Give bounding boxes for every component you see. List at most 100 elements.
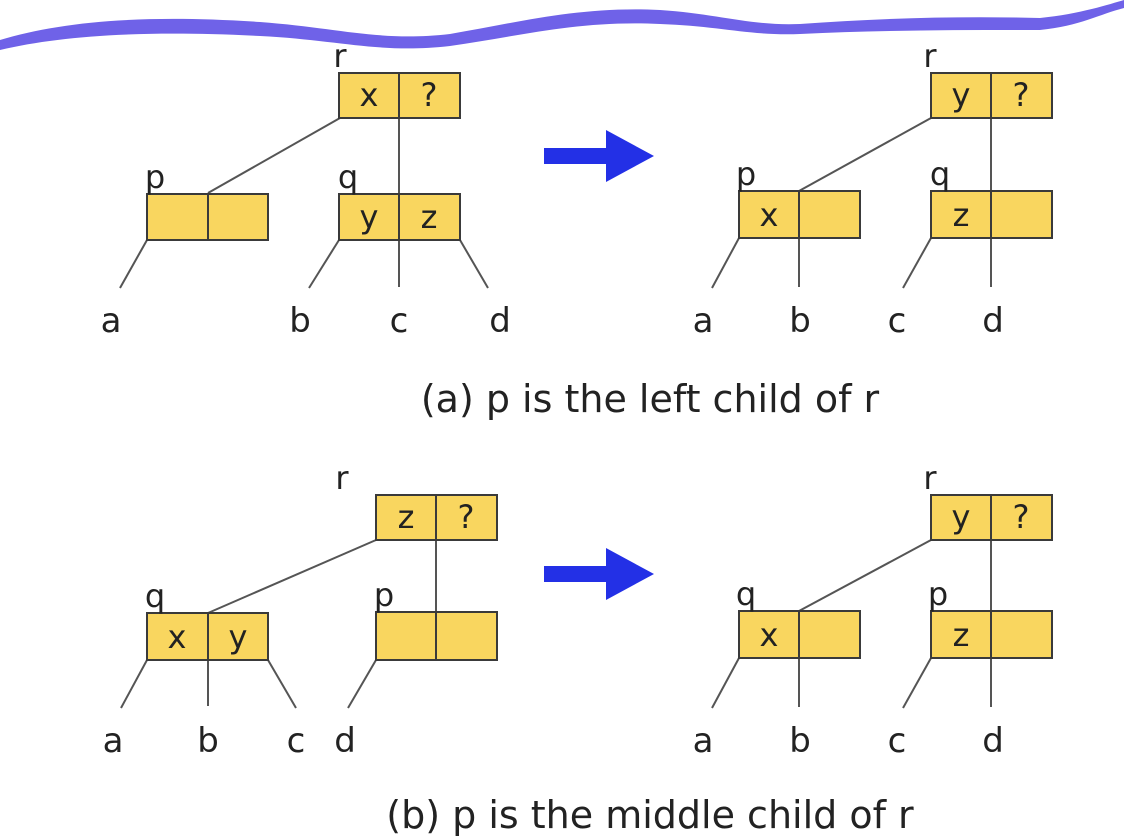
case-a-after: y ? r x p z q a b c d xyxy=(693,37,1053,341)
tree-node: p xyxy=(145,158,269,241)
key-cell xyxy=(930,494,992,541)
node-label: p xyxy=(736,155,756,193)
node-label: r xyxy=(923,37,937,75)
tree-node: y ? r xyxy=(923,37,1053,119)
edge xyxy=(308,239,340,289)
node-key: ? xyxy=(458,498,475,536)
node-label: q xyxy=(736,575,756,613)
leaf-label: d xyxy=(982,301,1004,341)
node-key: z xyxy=(953,616,970,654)
node-key: x xyxy=(760,616,779,654)
key-cell xyxy=(798,610,861,659)
tree-node: x ? r xyxy=(333,37,461,119)
node-label: q xyxy=(930,155,950,193)
leaf-label: b xyxy=(789,721,811,761)
key-cell xyxy=(398,72,461,119)
leaf-label: b xyxy=(197,721,219,761)
node-key: x xyxy=(760,196,779,234)
key-cell xyxy=(146,193,209,241)
node-label: r xyxy=(333,37,347,75)
tree-node: z ? r xyxy=(335,459,498,541)
leaf-label: a xyxy=(693,721,714,761)
arrow-shaft xyxy=(544,148,612,164)
node-key: ? xyxy=(1013,76,1030,114)
edge xyxy=(459,239,489,289)
edge xyxy=(798,117,932,192)
node-key: y xyxy=(952,76,971,114)
node-key: x xyxy=(168,618,187,656)
edge xyxy=(798,539,932,612)
node-label: r xyxy=(335,459,349,497)
tree-node: x p xyxy=(736,155,861,239)
key-cell xyxy=(435,611,498,661)
key-cell xyxy=(990,494,1053,541)
tree-node: p xyxy=(374,576,498,661)
leaf-label: c xyxy=(390,301,409,341)
leaf-label: c xyxy=(888,301,907,341)
leaf-label: c xyxy=(287,721,306,761)
key-cell xyxy=(435,494,498,541)
leaf-label: a xyxy=(101,301,122,341)
tree-node: y ? r xyxy=(923,459,1053,541)
key-cell xyxy=(990,72,1053,119)
leaf-label: c xyxy=(888,721,907,761)
edge xyxy=(120,659,148,709)
case-b-before: z ? r x y q p a b c d xyxy=(103,459,498,761)
key-cell xyxy=(990,610,1053,659)
leaf-label: b xyxy=(789,301,811,341)
key-cell xyxy=(207,193,269,241)
leaf-label: a xyxy=(693,301,714,341)
edge xyxy=(119,239,148,289)
edge xyxy=(207,117,341,194)
edge xyxy=(347,659,377,709)
node-key: x xyxy=(360,76,379,114)
edge xyxy=(267,659,297,709)
node-label: p xyxy=(928,575,948,613)
key-cell xyxy=(146,612,209,661)
node-key: z xyxy=(421,198,438,236)
node-key: y xyxy=(952,498,971,536)
key-cell xyxy=(990,190,1053,239)
caption-a: (a) p is the left child of r xyxy=(421,377,880,421)
key-cell xyxy=(930,610,992,659)
tree-node: x y q xyxy=(145,577,269,661)
edge xyxy=(207,539,377,614)
arrow-head xyxy=(606,130,654,182)
tree-node: y z q xyxy=(338,158,461,241)
right-arrow-icon xyxy=(544,130,654,182)
tree-node: z p xyxy=(928,575,1053,659)
key-cell xyxy=(375,611,437,661)
tree-node: x q xyxy=(736,575,861,659)
caption-b: (b) p is the middle child of r xyxy=(386,793,914,837)
node-label: r xyxy=(923,459,937,497)
edge xyxy=(711,657,740,709)
right-arrow-icon xyxy=(544,548,654,600)
tree-node: z q xyxy=(930,155,1053,239)
leaf-label: d xyxy=(982,721,1004,761)
leaf-label: a xyxy=(103,721,124,761)
key-cell xyxy=(738,190,800,239)
case-a-before: x ? r p y z q a b c d xyxy=(101,37,511,341)
node-key: y xyxy=(229,618,248,656)
node-label: q xyxy=(338,158,358,196)
node-key: ? xyxy=(421,76,438,114)
key-cell xyxy=(375,494,437,541)
node-label: q xyxy=(145,577,165,615)
node-key: z xyxy=(953,196,970,234)
edge xyxy=(902,237,932,289)
node-key: z xyxy=(398,498,415,536)
key-cell xyxy=(338,193,400,241)
node-key: y xyxy=(360,198,379,236)
leaf-label: b xyxy=(289,301,311,341)
key-cell xyxy=(398,193,461,241)
leaf-label: d xyxy=(489,301,511,341)
key-cell xyxy=(930,72,992,119)
case-b-after: y ? r x q z p a b c d xyxy=(693,459,1053,761)
edge xyxy=(711,237,740,289)
node-label: p xyxy=(374,576,394,614)
wavy-banner xyxy=(0,0,1124,50)
key-cell xyxy=(207,612,269,661)
key-cell xyxy=(930,190,992,239)
arrow-shaft xyxy=(544,566,612,582)
